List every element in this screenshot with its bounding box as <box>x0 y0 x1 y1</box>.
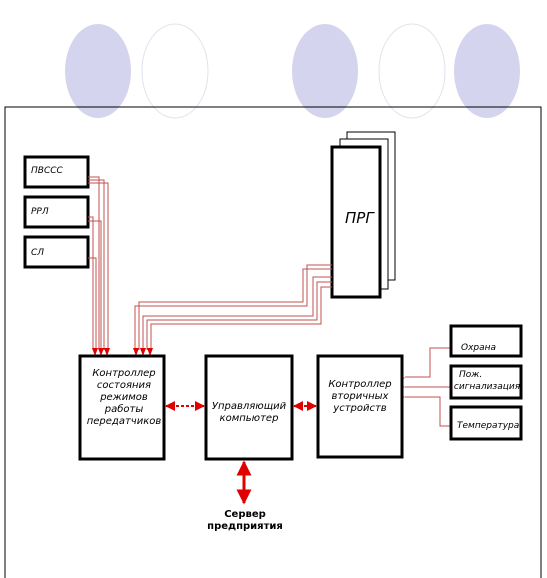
source-box-rrl <box>23 195 90 229</box>
control-computer-line-2: компьютер <box>219 413 279 424</box>
decor-oval-3 <box>292 24 358 118</box>
controller-modes-line-5: передатчиков <box>86 416 162 427</box>
source-box-pvsss <box>23 155 90 189</box>
device-fire-line-1: Пож. <box>459 370 483 380</box>
device-box-guard <box>449 324 523 358</box>
controller-modes-line-4: работы <box>104 404 144 415</box>
source-label-rrl: РРЛ <box>31 207 49 217</box>
decor-oval-4 <box>378 23 446 119</box>
prg-label: ПРГ <box>345 209 374 227</box>
controller-secondary-box <box>316 354 404 459</box>
controller-modes-line-3: режимов <box>100 392 148 403</box>
prg-box-front <box>330 145 382 299</box>
device-box-fire <box>449 364 523 400</box>
controller-secondary-line-1: Контроллер <box>328 379 392 390</box>
control-computer-line-1: Управляющий <box>211 401 287 412</box>
decor-oval-1 <box>65 24 131 118</box>
device-label-temperature: Температура <box>457 421 520 431</box>
control-computer-label: Управляющий компьютер <box>210 401 288 425</box>
controller-secondary-label: Контроллер вторичных устройств <box>320 379 400 415</box>
controller-secondary-line-2: вторичных <box>331 391 389 402</box>
decor-oval-2 <box>141 23 209 119</box>
device-fire-line-2: сигнализация <box>453 382 521 392</box>
control-computer-box <box>204 354 294 461</box>
source-box-sl <box>23 235 90 269</box>
device-box-temperature <box>449 405 523 441</box>
controller-modes-box <box>78 354 166 461</box>
device-label-guard: Охрана <box>461 343 497 353</box>
server-line-2: предприятия <box>207 521 283 532</box>
decor-oval-5 <box>454 24 520 118</box>
source-label-sl: СЛ <box>31 248 45 258</box>
source-label-pvsss: ПВССС <box>31 166 63 176</box>
server-line-1: Сервер <box>224 509 266 520</box>
server-label: Сервер предприятия <box>200 509 290 533</box>
controller-secondary-line-3: устройств <box>333 403 387 414</box>
controller-modes-label: Контроллер состояния режимов работы пере… <box>80 368 168 428</box>
device-label-fire: Пож. сигнализация <box>451 369 523 393</box>
controller-modes-line-1: Контроллер <box>92 368 156 379</box>
signal-lines <box>88 176 451 427</box>
controller-modes-line-2: состояния <box>96 380 152 391</box>
outer-frame <box>4 106 542 578</box>
